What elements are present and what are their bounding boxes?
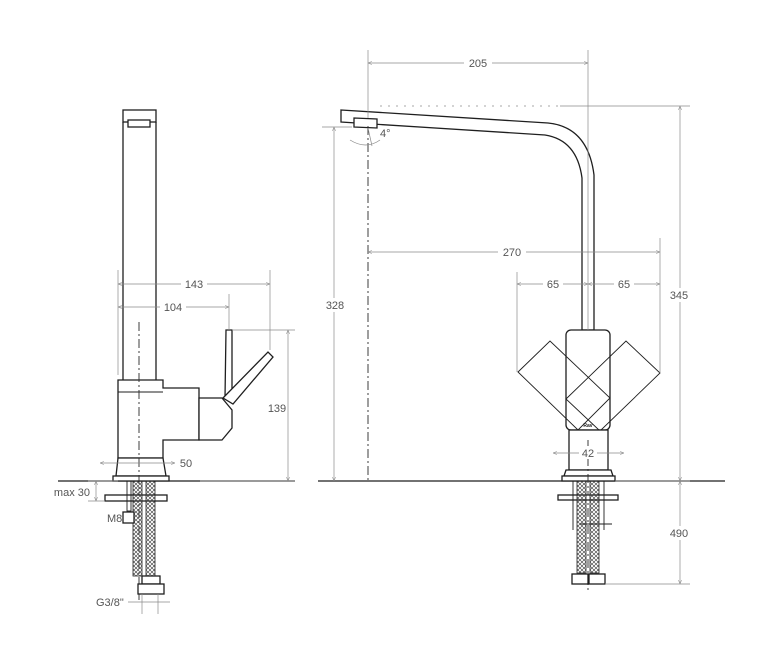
front-fixing-plate	[557, 494, 619, 501]
front-handle-left-rotated	[517, 340, 611, 431]
dim-143-label: 143	[185, 279, 203, 291]
front-brand-label: Rav	[583, 423, 592, 429]
side-hose-nut	[137, 583, 165, 595]
front-body-lower	[568, 429, 609, 471]
dim-g38-label: G3/8"	[96, 597, 124, 609]
side-lever	[224, 329, 233, 399]
dim-50-label: 50	[180, 458, 192, 470]
side-base	[115, 457, 167, 477]
dim-104-label: 104	[164, 302, 182, 314]
side-hose-fitting	[141, 575, 161, 585]
side-base-foot	[112, 475, 170, 482]
side-view: 143 104 139 50 max 30 M8 G3/8"	[54, 109, 295, 614]
side-stud	[126, 480, 132, 512]
front-base-foot	[561, 475, 616, 482]
dim-345-label: 345	[670, 290, 688, 302]
front-hose-nut-left	[571, 573, 589, 585]
front-hose-nut-right	[588, 573, 606, 585]
dim-65-left-label: 65	[547, 279, 559, 291]
front-hose-left	[576, 480, 587, 574]
dim-490-label: 490	[670, 528, 688, 540]
side-hose-right	[145, 480, 156, 577]
front-aerator	[353, 117, 378, 129]
side-cartridge	[198, 397, 233, 441]
angle-4-arc	[349, 139, 381, 146]
dim-139-label: 139	[268, 403, 286, 415]
dim-328-label: 328	[326, 300, 344, 312]
dim-m8-label: M8	[107, 513, 122, 525]
side-stud-nut	[122, 511, 135, 524]
front-body	[565, 329, 611, 431]
side-lever-arm	[221, 351, 274, 405]
side-aerator	[127, 119, 151, 128]
dim-42-label: 42	[582, 448, 594, 460]
dim-max30-label: max 30	[54, 487, 90, 499]
front-base	[563, 469, 614, 477]
side-hose-left	[132, 480, 143, 577]
front-spout	[340, 109, 595, 331]
dim-205-label: 205	[469, 58, 487, 70]
dim-270-label: 270	[503, 247, 521, 259]
front-view: Rav 205 4° 328 27	[318, 50, 725, 590]
angle-4-label: 4°	[380, 128, 391, 140]
dim-65-right-label: 65	[618, 279, 630, 291]
front-hose-right	[589, 480, 600, 574]
